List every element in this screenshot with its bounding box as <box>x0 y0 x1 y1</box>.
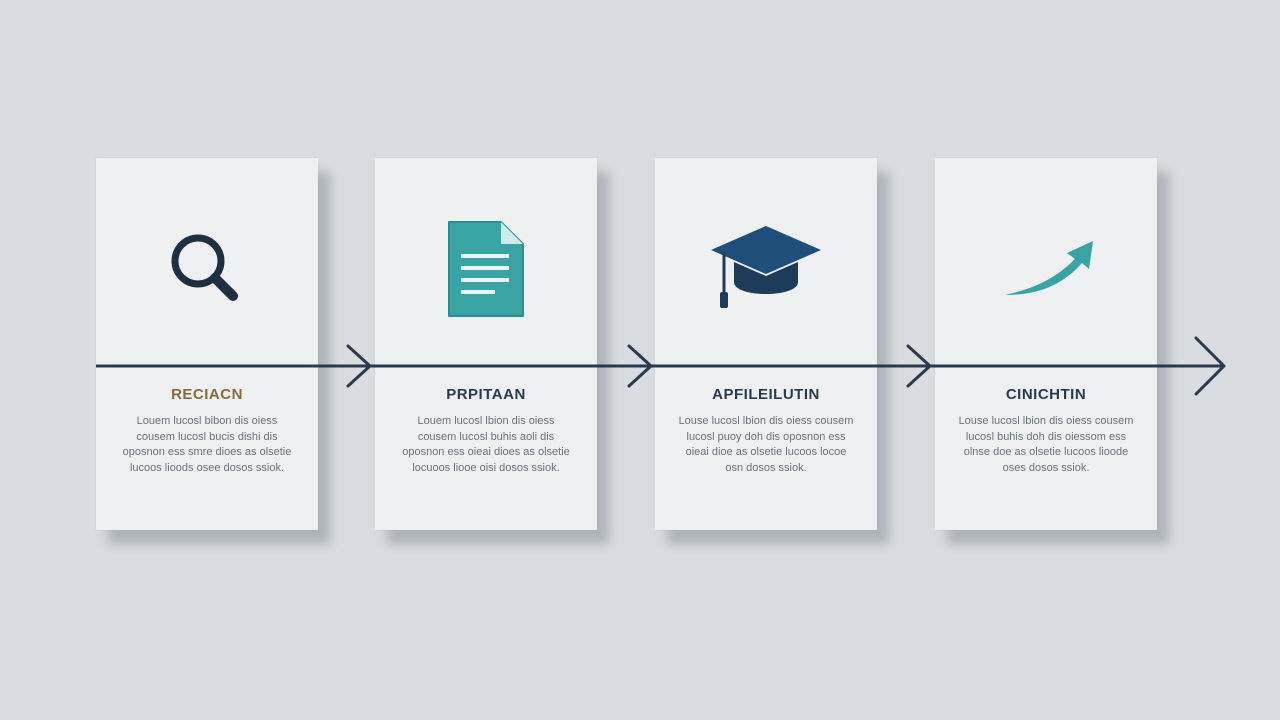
step-description: Louem lucosl bibon dis oiess cousem luco… <box>122 415 292 474</box>
step-icon-wrap <box>375 210 597 330</box>
step-description: Louem lucosl lbion dis oiess cousem luco… <box>402 415 570 474</box>
chevron-right-icon <box>627 344 653 388</box>
magnifying-glass-icon <box>171 234 238 301</box>
step-icon-wrap <box>935 210 1157 330</box>
graduation-cap-icon <box>711 226 821 308</box>
step-card-research: RECIACN Louem lucosl bibon dis oiess cou… <box>96 158 318 530</box>
step-card-preparation: PRPITAAN Louem lucosl lbion dis oiess co… <box>375 158 597 530</box>
step-icon-wrap <box>655 210 877 330</box>
step-card-conclusion: CINICHTIN Louse lucosl lbion dis oiess c… <box>935 158 1157 530</box>
chevron-right-icon <box>906 344 932 388</box>
step-description: Louse lucosl lbion dis oiess cousem luco… <box>678 415 854 474</box>
step-icon-wrap <box>96 210 318 330</box>
chevron-right-icon <box>346 344 372 388</box>
step-title: RECIACN <box>171 386 243 403</box>
step-title: PRPITAAN <box>446 386 526 403</box>
step-title: APFILEILUTIN <box>712 386 820 403</box>
trend-arrow-icon <box>1005 241 1093 295</box>
step-title: CINICHTIN <box>1005 386 1087 403</box>
step-card-application: APFILEILUTIN Louse lucosl lbion dis oies… <box>655 158 877 530</box>
document-icon <box>448 221 524 317</box>
chevron-right-icon <box>1194 336 1226 396</box>
step-description: Louse lucosl lbion dis oiess cousem luco… <box>958 415 1134 474</box>
